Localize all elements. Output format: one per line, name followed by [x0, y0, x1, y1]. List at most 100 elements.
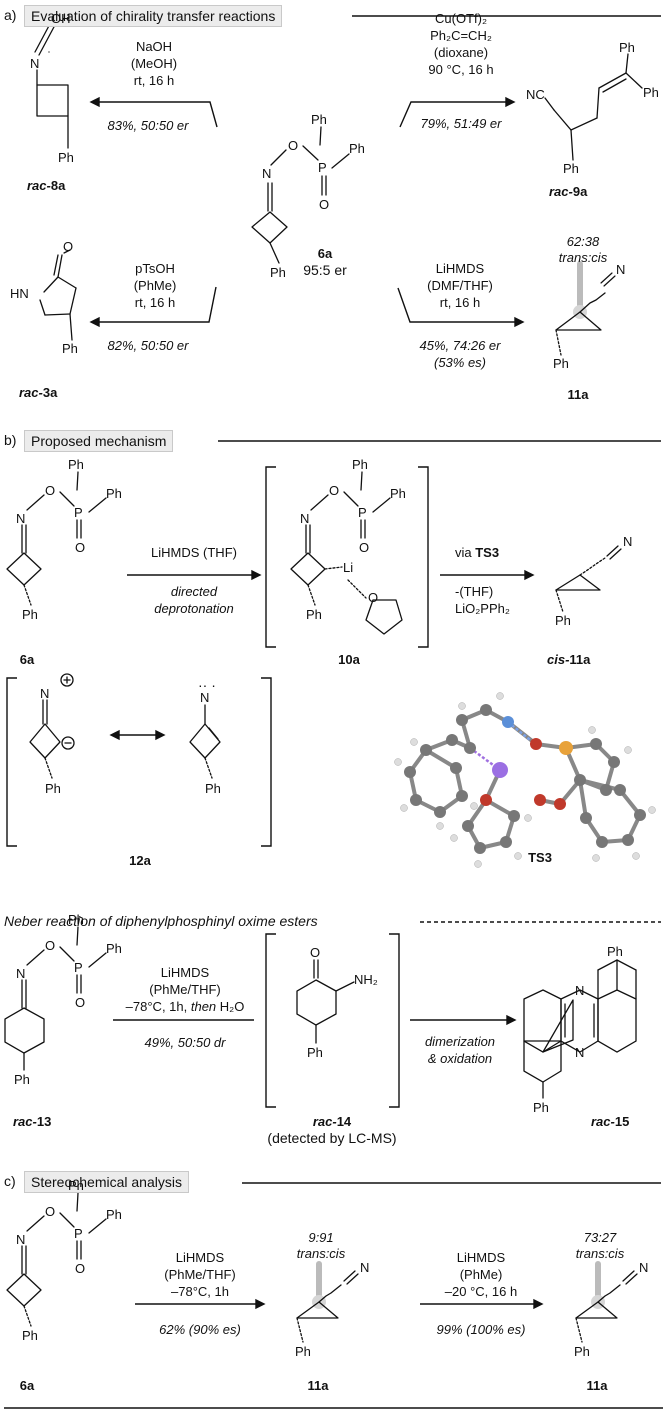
arrow-to-3a [89, 286, 217, 328]
atom-O-10a-2: O [359, 540, 370, 555]
b-note-1: directed [170, 584, 218, 599]
atom-N-lone-pair: ·· · [198, 677, 216, 693]
atom-P-10a: P [358, 505, 367, 520]
atom-O-14: O [310, 945, 321, 960]
atom-Ph-6a-2: Ph [349, 141, 365, 156]
atom-N-6a: N [262, 166, 272, 181]
arrow-10a-to-11a [440, 569, 535, 581]
resonance-form-2 [189, 704, 221, 779]
section-b-letter: b) [4, 432, 17, 448]
neber-reagent-2: (PhMe/THF) [149, 982, 221, 997]
atom-Ph-6a-c-2: Ph [106, 1207, 122, 1222]
c-ratio-1: 9:91 [308, 1230, 334, 1245]
atom-O-6a: O [288, 138, 299, 153]
b-reagent: LiHMDS (THF) [151, 545, 237, 560]
molecule-15 [523, 959, 637, 1099]
b-note-2: deprotonation [154, 601, 234, 616]
atom-Ph-9a-3: Ph [563, 161, 579, 176]
atom-N-15-1: N [575, 983, 585, 998]
resonance-arrow [109, 729, 166, 741]
label-15: rac-15 [591, 1114, 630, 1129]
label-9a: rac-9a [549, 184, 588, 199]
r2-reagent-2: Ph₂C=CH₂ [430, 28, 492, 43]
molecule-10a [290, 471, 403, 635]
r1-reagent-3: rt, 16 h [133, 73, 175, 88]
c-step1-reagent-2: (PhMe/THF) [164, 1267, 236, 1282]
atom-Ph-9a-2: Ph [643, 85, 659, 100]
r4-yield-2: (53% es) [433, 355, 487, 370]
molecule-cis-11a [555, 545, 622, 613]
section-a-letter: a) [4, 7, 17, 23]
atom-Ph-6a-b-3: Ph [22, 607, 38, 622]
atom-Ph-8a: Ph [58, 150, 74, 165]
atom-P-13: P [74, 960, 83, 975]
label-10a: 10a [338, 652, 360, 667]
atom-Ph-15-1: Ph [607, 944, 623, 959]
atom-NH2-14: NH₂ [354, 972, 378, 987]
molecule-11a-a [555, 261, 616, 356]
arrow-c-step2 [420, 1298, 544, 1310]
atom-N-12a-2: N [200, 690, 210, 705]
atom-O-13-2: O [75, 995, 86, 1010]
label-ts3: TS3 [528, 850, 552, 865]
neber-note-1: dimerization [424, 1034, 496, 1049]
bracket-10a [265, 466, 429, 648]
atom-P-6a-b: P [74, 505, 83, 520]
atom-N-11a-c2: N [639, 1260, 649, 1275]
atom-O-10a: O [329, 483, 340, 498]
atom-Ph-6a-3: Ph [270, 265, 286, 280]
atom-O-6a-b: O [45, 483, 56, 498]
arrow-to-9a [399, 96, 516, 128]
atom-Ph-10a-3: Ph [306, 607, 322, 622]
atom-N-cis-11a: N [623, 534, 633, 549]
molecule-8a [34, 21, 69, 149]
r2-reagent-3: (dioxane) [433, 45, 489, 60]
molecule-9a [544, 53, 643, 161]
atom-O-6a-2: O [319, 197, 330, 212]
label-6a-center: 6a [317, 246, 333, 261]
atom-N-8a: N [30, 56, 40, 71]
atom-N-11a-a: N [616, 262, 626, 277]
b-byproduct-2: LiO₂PPh₂ [455, 601, 510, 616]
r2-reagent-1: Cu(OTf)₂ [435, 11, 487, 26]
label-6a-b: 6a [19, 652, 35, 667]
atom-Ph-10a-2: Ph [390, 486, 406, 501]
r1-reagent-1: NaOH [135, 39, 173, 54]
atom-Ph-12a-2: Ph [205, 781, 221, 796]
molecule-11a-c2 [575, 1261, 638, 1343]
atom-O-6a-c: O [45, 1204, 56, 1219]
atom-O-6a-c-2: O [75, 1261, 86, 1276]
neber-note-2: & oxidation [427, 1051, 493, 1066]
r4-reagent-3: rt, 16 h [439, 295, 481, 310]
atom-Ph-15-2: Ph [533, 1100, 549, 1115]
molecule-6a-b [6, 471, 107, 606]
label-12a: 12a [129, 853, 151, 868]
atom-Ph-9a-1: Ph [619, 40, 635, 55]
label-14-note: (detected by LC-MS) [267, 1130, 397, 1146]
neber-yield: 49%, 50:50 dr [144, 1035, 226, 1050]
label-cis-11a: cis-11a [547, 652, 591, 667]
atom-N-10a: N [300, 511, 310, 526]
arrow-c-step1 [135, 1298, 266, 1310]
atom-HN-3a: HN [10, 286, 29, 301]
label-14: rac-14 [312, 1114, 352, 1129]
atom-Ph-3a: Ph [62, 341, 78, 356]
b-via: via TS3 [455, 545, 500, 560]
r3-reagent-1: pTsOH [135, 261, 175, 276]
bracket-12a [6, 677, 272, 847]
r4-reagent-2: (DMF/THF) [427, 278, 493, 293]
atom-Ph-13-3: Ph [14, 1072, 30, 1087]
atom-N-13: N [16, 966, 26, 981]
atom-P-6a-c: P [74, 1226, 83, 1241]
r3-yield: 82%, 50:50 er [107, 338, 189, 353]
c-step1-reagent-1: LiHMDS [175, 1250, 225, 1265]
c-ratio-1-label: trans:cis [296, 1246, 346, 1261]
molecule-14 [296, 959, 355, 1044]
arrow-6a-to-10a [127, 569, 262, 581]
resonance-form-1 [29, 673, 75, 779]
label-11a-c2: 11a [586, 1378, 608, 1393]
ts3-structure [394, 692, 656, 868]
arrow-to-8a [89, 96, 218, 128]
neber-conditions: –78°C, 1h, then H₂O [125, 999, 245, 1014]
